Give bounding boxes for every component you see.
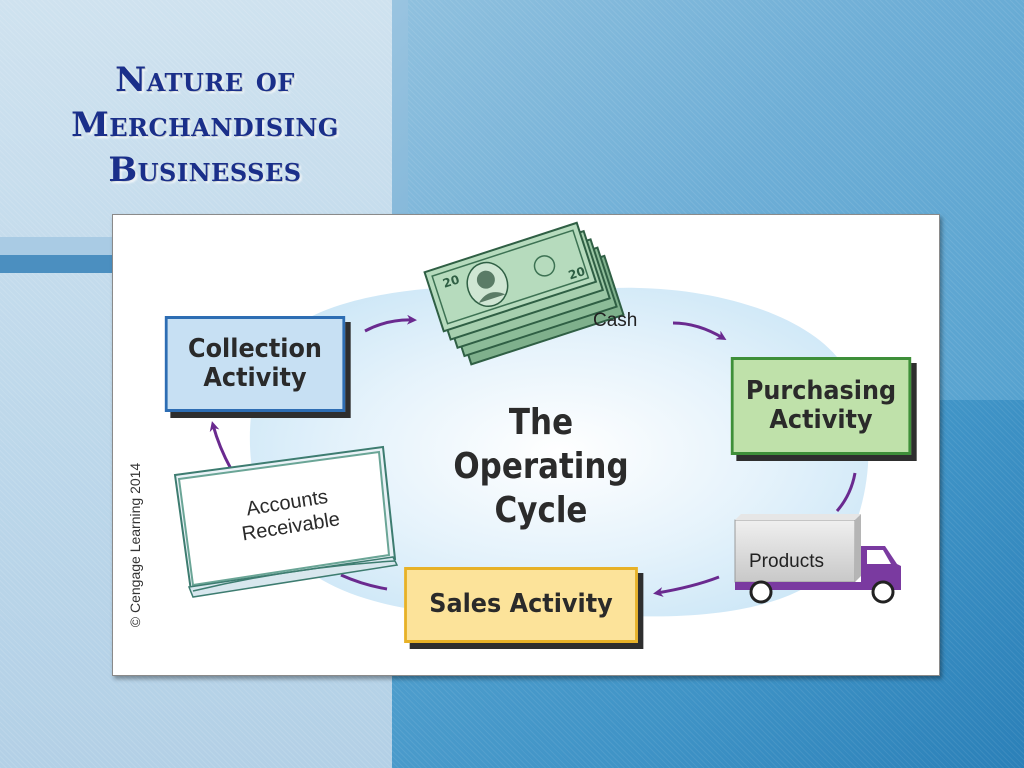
collection-activity-box: Collection Activity xyxy=(164,316,346,412)
cash-label: Cash xyxy=(593,310,638,331)
operating-cycle-figure: 20 20 Collection Activity xyxy=(112,214,940,676)
svg-text:20: 20 xyxy=(567,264,587,282)
copyright-text: © Cengage Learning 2014 xyxy=(127,462,143,628)
operating-cycle-title-line-1: The xyxy=(508,402,574,443)
purchasing-activity-line-1: Purchasing xyxy=(745,375,897,406)
diagram-graphics: 20 20 xyxy=(173,221,901,617)
background-accent-strip xyxy=(0,255,115,273)
cycle-background-shape xyxy=(249,286,869,617)
background-accent-strip-light xyxy=(0,237,115,255)
money-stack-icon: 20 20 xyxy=(423,221,625,366)
slide-title-line-2: Merchandising xyxy=(71,105,339,145)
slide-title: Nature of Merchandising Businesses xyxy=(40,58,370,193)
open-book-icon xyxy=(173,445,399,598)
operating-cycle-title: The Operating Cycle xyxy=(414,401,669,533)
arrow-sales-to-receivable xyxy=(340,573,388,591)
delivery-truck-icon xyxy=(734,514,901,604)
purchasing-activity-line-2: Activity xyxy=(769,405,873,435)
arrow-cash-to-purchasing xyxy=(672,321,727,341)
sales-activity-label: Sales Activity xyxy=(429,589,613,620)
arrow-products-to-sales xyxy=(653,575,720,597)
purchasing-activity-box: Purchasing Activity xyxy=(730,357,912,455)
arrow-purchasing-to-products xyxy=(835,472,857,512)
products-label: Products xyxy=(749,551,824,572)
slide-title-line-3: Businesses xyxy=(108,150,302,190)
slide-title-line-1: Nature of xyxy=(115,60,295,100)
collection-activity-line-2: Activity xyxy=(203,363,307,393)
arrow-collection-to-cash xyxy=(364,314,417,333)
collection-activity-line-1: Collection xyxy=(188,333,322,364)
svg-text:20: 20 xyxy=(441,272,461,290)
arrow-receivable-to-collection xyxy=(209,421,233,470)
sales-activity-box: Sales Activity xyxy=(404,567,638,643)
operating-cycle-title-line-2: Operating Cycle xyxy=(453,446,629,531)
